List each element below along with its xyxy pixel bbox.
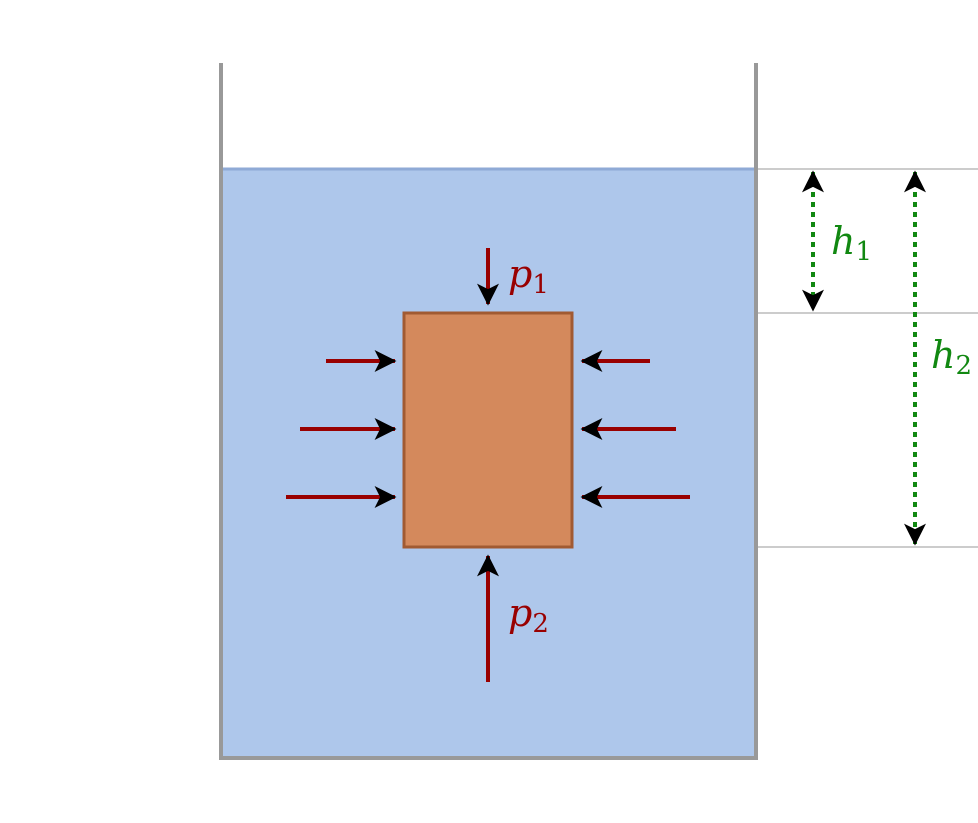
container: [219, 63, 758, 760]
label-p1: p1: [508, 252, 549, 300]
submerged-block: [402, 311, 574, 549]
label-h1: h1: [831, 219, 872, 267]
label-h2: h2: [931, 333, 972, 381]
label-p2: p2: [508, 591, 549, 639]
